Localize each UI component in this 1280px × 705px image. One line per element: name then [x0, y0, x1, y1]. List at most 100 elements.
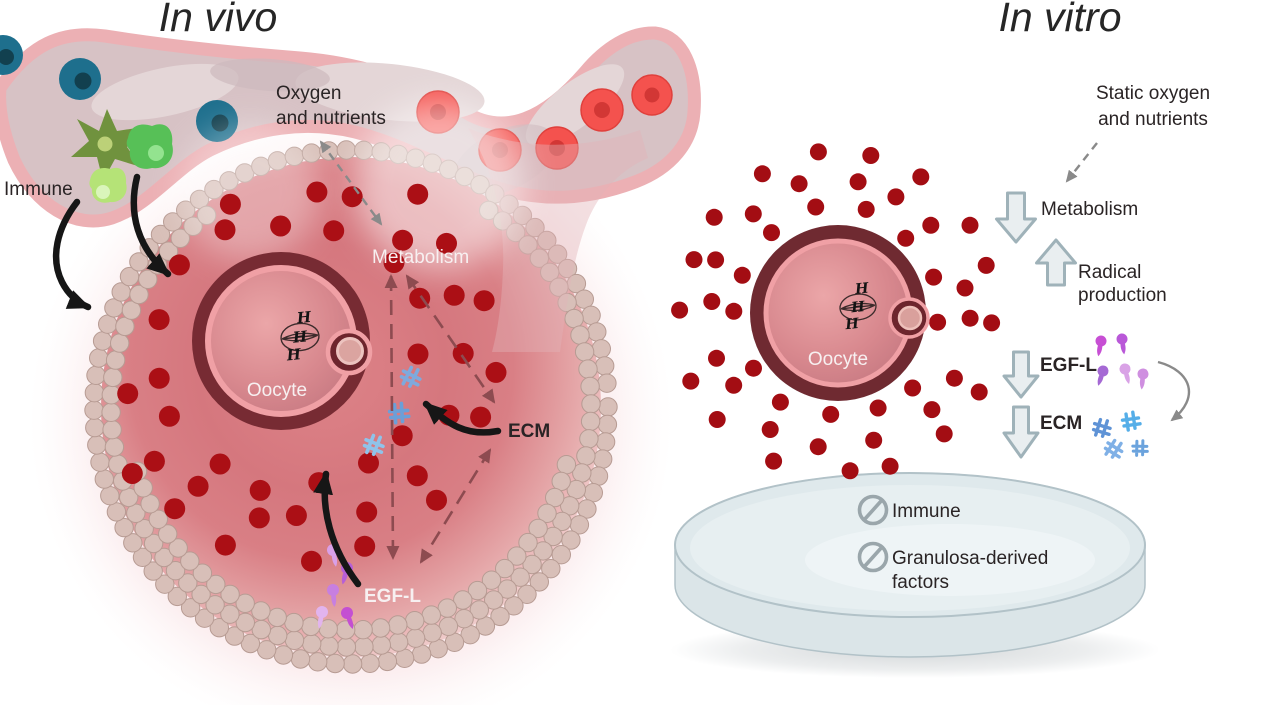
cumulus-cell-dot	[708, 411, 726, 428]
cumulus-cell-dot	[685, 251, 703, 269]
granulosa-bead	[438, 616, 459, 636]
granulosa-bead	[547, 244, 568, 264]
dish-immune-label: Immune	[892, 501, 961, 522]
granulosa-bead	[518, 235, 538, 255]
granulosa-bead	[191, 584, 211, 605]
granulosa-bead	[517, 584, 537, 604]
granulosa-bead	[167, 586, 188, 607]
granulosa-bead	[84, 383, 105, 403]
white-blood-cells	[0, 35, 238, 142]
immune-cell-nucleus	[96, 185, 110, 199]
immune-cells	[71, 109, 173, 203]
immune-cell-nucleus	[148, 145, 164, 161]
oocyte-in-vivo: H H H Oocyte	[192, 252, 373, 430]
haze	[355, 100, 525, 270]
granulosa-bead	[388, 632, 409, 652]
cumulus-cell-dot	[929, 313, 947, 331]
cumulus-cell-dot	[219, 193, 241, 215]
granulosa-bead	[518, 532, 538, 553]
granulosa-bead	[578, 359, 598, 379]
cumulus-cell-dot	[168, 254, 190, 276]
granulosa-bead	[87, 435, 107, 455]
oocyte-label: Oocyte	[808, 349, 868, 370]
granulosa-bead	[360, 653, 380, 673]
cumulus-cell-dot	[148, 367, 170, 389]
oxygen-label-line2: and nutrients	[276, 108, 386, 129]
granulosa-bead	[90, 452, 110, 472]
metabolism-down-arrow-icon	[995, 191, 1037, 244]
granulosa-bead	[353, 620, 373, 640]
granulosa-bead	[579, 429, 599, 449]
prohibition-icon	[857, 494, 889, 526]
granulosa-bead	[552, 511, 572, 532]
cumulus-cell-dot	[708, 349, 725, 367]
cumulus-cell-dot	[143, 450, 165, 472]
granulosa-bead	[134, 519, 154, 539]
granulosa-bead	[143, 533, 164, 554]
cumulus-cell-dot	[209, 453, 231, 475]
granulosa-bead	[301, 616, 321, 637]
cumulus-cell-dot	[970, 383, 988, 401]
granulosa-bead	[84, 400, 104, 420]
vessel-shade-streak	[210, 58, 330, 92]
granulosa-bead	[469, 600, 489, 620]
oxygen-exchange-arrow	[319, 140, 383, 226]
cumulus-cell-dot	[187, 475, 209, 497]
chromosome-glyph: H	[844, 316, 861, 333]
granulosa-bead	[549, 277, 569, 297]
granulosa-bead	[581, 305, 601, 325]
cumulus-cell-dot	[765, 452, 783, 470]
granulosa-bead	[336, 140, 356, 160]
granulosa-bead	[325, 653, 345, 674]
granulosa-bead	[481, 570, 502, 590]
prohibition-immune: Immune	[857, 494, 961, 526]
cumulus-cell-dot	[301, 550, 322, 572]
cumulus-cell-dot	[771, 393, 789, 411]
cumulus-cell-dot	[725, 376, 743, 394]
granulosa-bead	[580, 411, 601, 432]
cumulus-cell-dot	[725, 302, 743, 320]
granulosa-bead	[507, 546, 527, 566]
granulosa-bead	[537, 230, 557, 251]
granulosa-bead	[126, 503, 146, 523]
metabolism-label: Metabolism	[1041, 199, 1138, 220]
granulosa-bead	[268, 625, 288, 646]
cumulus-cell-dot	[983, 314, 1001, 332]
cumulus-cell-dot	[753, 165, 771, 183]
dish-floor-highlight	[805, 524, 1095, 596]
cumulus-cell-dot	[407, 343, 429, 365]
dish-granulosa-label-line2: factors	[892, 572, 949, 593]
cumulus-cell-dot	[705, 208, 723, 226]
egfl-to-ecm-curved-arrow	[1157, 360, 1191, 422]
cumulus-cell-dot	[214, 534, 236, 556]
granulosa-bead	[290, 649, 311, 669]
granulosa-bead	[495, 558, 515, 579]
vessel-plasma-streak	[91, 63, 239, 121]
granulosa-bead	[251, 601, 271, 621]
granulosa-bead	[143, 561, 163, 581]
prohibition-icon-slash	[862, 498, 884, 522]
granulosa-bead	[235, 612, 256, 633]
in-vitro-title: In vitro	[998, 0, 1121, 40]
cumulus-cell-dot	[897, 229, 915, 247]
granulosa-bead	[209, 618, 230, 638]
cumulus-cell-dot	[148, 309, 170, 331]
granulosa-bead	[89, 348, 109, 368]
granulosa-bead	[163, 212, 183, 232]
cumulus-cell-dot	[473, 290, 495, 312]
egfl-label: EGF-L	[1040, 355, 1097, 376]
granulosa-bead	[342, 654, 363, 674]
in-vitro-panel: In vitro Static oxygen and nutrients Imm…	[670, 0, 1210, 678]
immune-cell	[89, 167, 127, 203]
chromosome-glyph: H	[850, 299, 867, 316]
granulosa-bead	[165, 561, 186, 581]
meiotic-spindle: H H H	[839, 280, 877, 333]
granulosa-bead	[103, 367, 123, 388]
granulosa-bead	[545, 487, 565, 508]
granulosa-bead	[370, 618, 391, 638]
metabolism-ecm-arrow	[405, 274, 496, 404]
granulosa-bead	[206, 574, 226, 595]
granulosa-bead	[158, 524, 178, 544]
immune-label: Immune	[4, 179, 73, 200]
granulosa-bead	[529, 248, 549, 268]
